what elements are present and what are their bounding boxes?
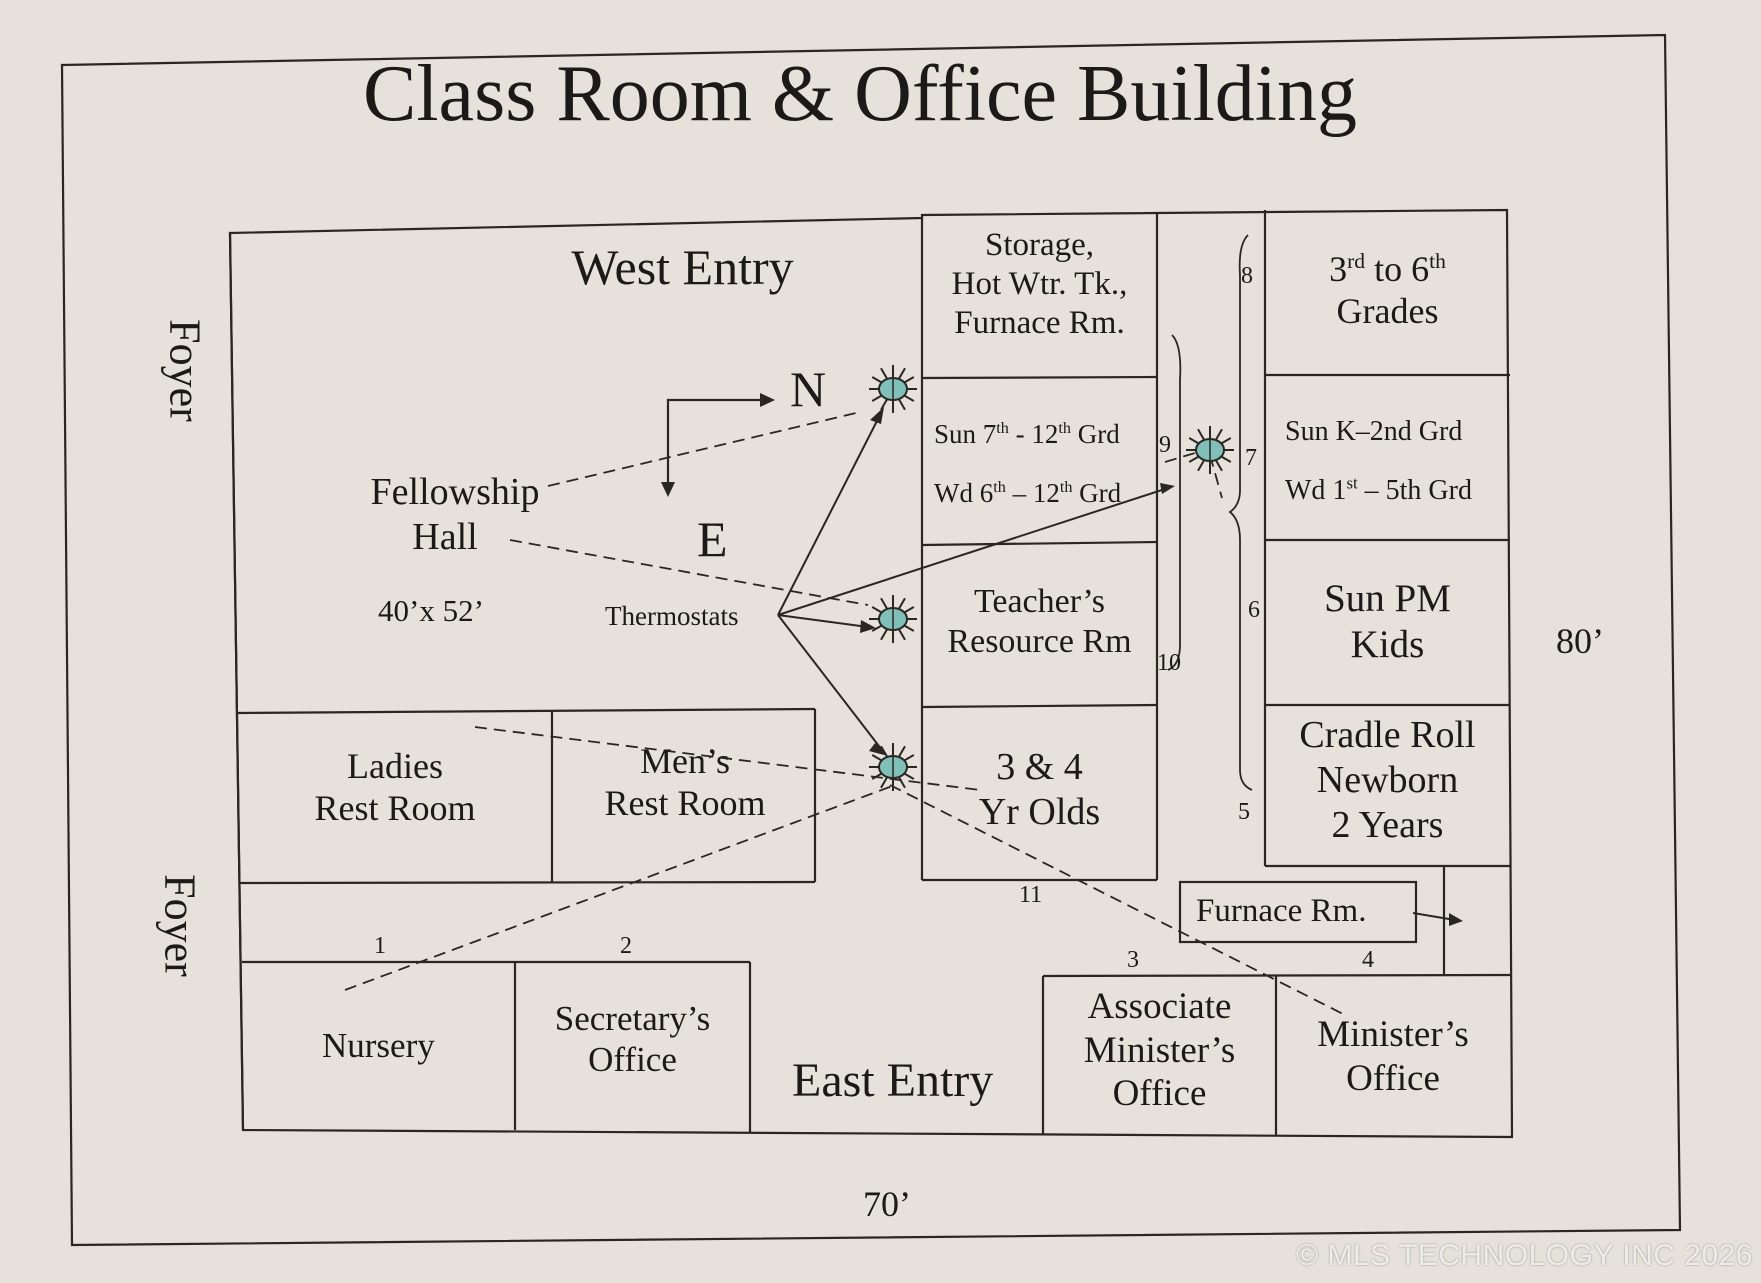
sun-pm-kids-room-label: Sun PM Kids [1324, 577, 1451, 667]
building-outline [228, 208, 1514, 1139]
nursery-room-label: Nursery [322, 1026, 435, 1065]
zone-number: 1 [374, 933, 386, 959]
zone-number: 2 [620, 933, 632, 959]
thermostat-icon [1186, 426, 1234, 474]
zone-number: 7 [1245, 445, 1257, 471]
sun-k-2-grade-label: Sun K–2nd Grd [1285, 416, 1463, 447]
thermostats-label: Thermostats [605, 601, 739, 631]
teachers-resource-room-label: Teacher’s Resource Rm [947, 583, 1132, 661]
zone-number: 3 [1127, 947, 1139, 973]
zone-number: 5 [1238, 799, 1250, 825]
zone-number: 10 [1157, 650, 1181, 676]
yr-olds-room-label: 3 & 4 Yr Olds [978, 746, 1101, 833]
cradle-roll-room-label: Cradle Roll Newborn 2 Years [1299, 714, 1476, 846]
zone-number: 9 [1159, 432, 1171, 458]
secretarys-office-label: Secretary’s Office [554, 999, 711, 1080]
zone-number: 4 [1362, 947, 1374, 973]
associate-ministers-office-label: Associate Minister’s Office [1083, 986, 1236, 1115]
thermostat-icon [869, 743, 917, 791]
east-entry-label: East Entry [792, 1054, 994, 1107]
compass-east: E [697, 511, 728, 567]
thermostat-icon [869, 365, 1234, 791]
wd-6-12-grade-label: Wd 6th – 12th Grd [934, 478, 1122, 508]
zone-number: 8 [1241, 263, 1253, 289]
grades-3-6-room-label: 3rd to 6th Grades [1329, 249, 1446, 332]
ladies-rest-room-label: Ladies Rest Room [314, 746, 476, 829]
furnace-room-label: Furnace Rm. [1196, 893, 1367, 929]
sun-7-12-grade-label: Sun 7th - 12th Grd [934, 419, 1120, 449]
west-entry-label: West Entry [571, 239, 794, 295]
page-border [60, 33, 1682, 1247]
copyright-watermark: © MLS TECHNOLOGY INC 2026 [1296, 1239, 1753, 1272]
storage-room-label: Storage, Hot Wtr. Tk., Furnace Rm. [951, 227, 1128, 341]
thermostat-icon [869, 365, 917, 413]
zone-number: 11 [1019, 882, 1043, 908]
page-title: Class Room & Office Building [362, 50, 1358, 138]
fellowship-hall-label: Fellowship Hall [370, 471, 540, 558]
depth-dimension-label: 80’ [1556, 621, 1604, 661]
zone-number: 6 [1248, 597, 1260, 623]
fellowship-hall-size: 40’x 52’ [378, 593, 484, 628]
width-dimension-label: 70’ [863, 1184, 911, 1224]
ministers-office-label: Minister’s Office [1317, 1014, 1469, 1099]
foyer-label-bottom: Foyer [155, 874, 205, 977]
thermostat-icon [869, 595, 917, 643]
compass-north: N [790, 361, 827, 417]
wd-1-5-grade-label: Wd 1st – 5th Grd [1285, 473, 1472, 506]
foyer-label-top: Foyer [160, 319, 210, 422]
mens-rest-room-label: Men’s Rest Room [604, 741, 766, 824]
